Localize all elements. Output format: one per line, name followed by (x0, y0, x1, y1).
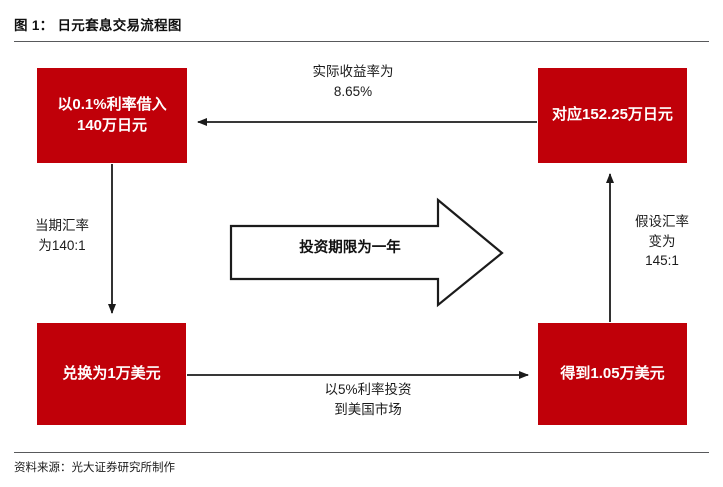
node-exchange-usd-label: 兑换为1万美元 (62, 364, 161, 382)
page-title: 图 1： 日元套息交易流程图 (14, 18, 182, 33)
edge-label-fx-future: 假设汇率 变为 145:1 (635, 214, 689, 269)
block-arrow-horizon (229, 197, 504, 308)
block-arrow-label: 投资期限为一年 (299, 240, 401, 256)
node-borrow-jpy[interactable]: 以0.1%利率借入140万日元 (37, 68, 187, 163)
title-divider (14, 41, 709, 42)
edge-label-yield: 实际收益率为 8.65% (312, 64, 394, 99)
node-exchange-usd[interactable]: 兑换为1万美元 (37, 323, 186, 425)
edge-label-fx-now: 当期汇率 为140:1 (35, 218, 89, 253)
edge-label-invest-us: 以5%利率投资 到美国市场 (324, 382, 412, 417)
node-gain-usd-label: 得到1.05万美元 (560, 364, 665, 382)
node-return-jpy[interactable]: 对应152.25万日元 (538, 68, 687, 163)
source-note: 资料来源：光大证券研究所制作 (14, 462, 175, 474)
footer-divider (14, 452, 709, 453)
node-return-jpy-label: 对应152.25万日元 (552, 106, 673, 124)
node-borrow-jpy-label: 以0.1%利率借入140万日元 (57, 96, 167, 134)
node-gain-usd[interactable]: 得到1.05万美元 (538, 323, 687, 425)
